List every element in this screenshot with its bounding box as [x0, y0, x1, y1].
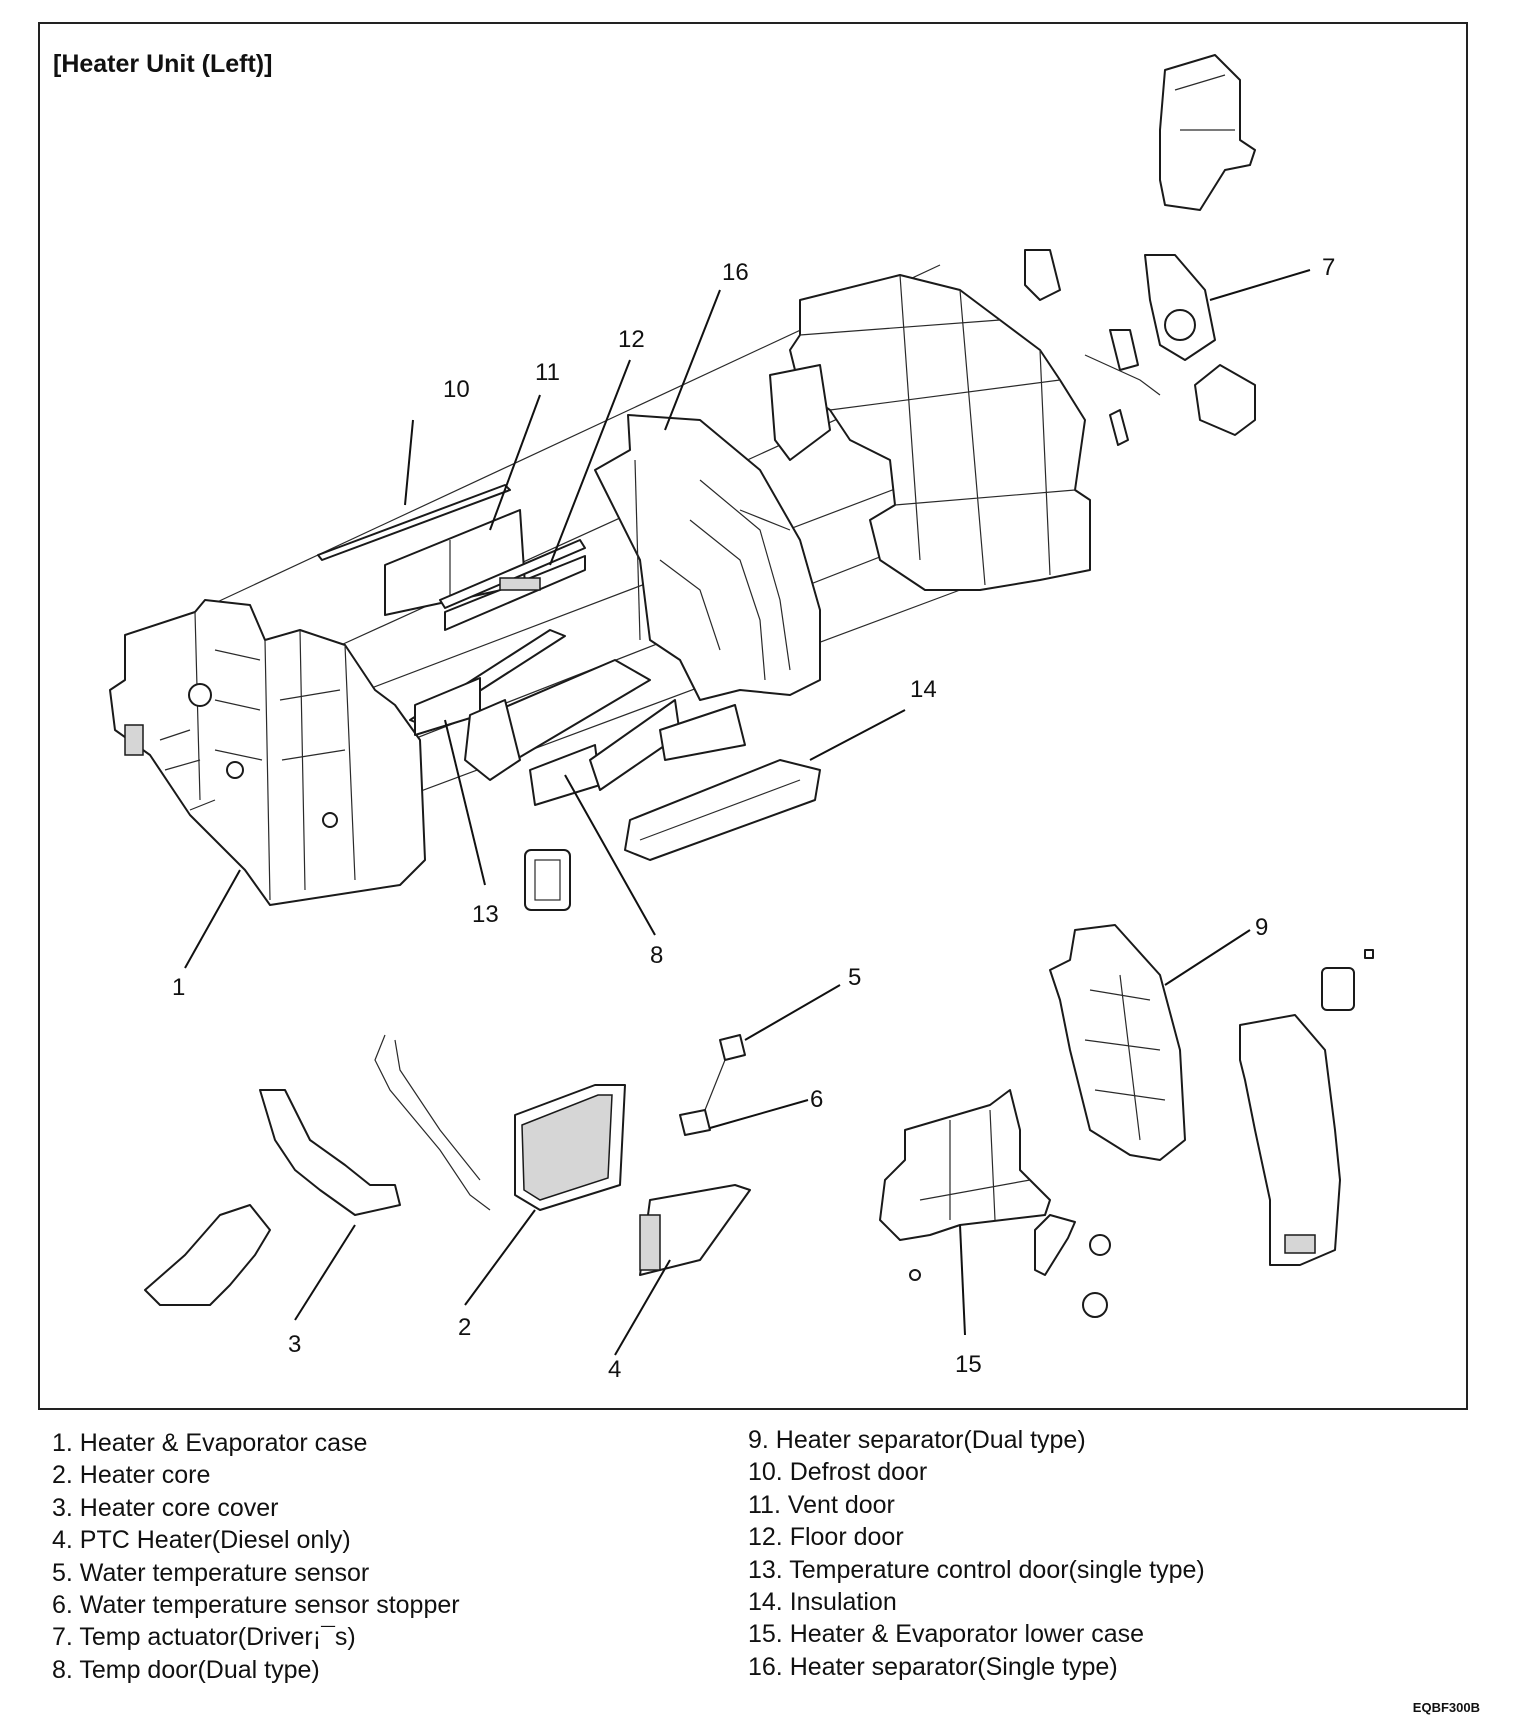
callout-12: 12 [618, 326, 645, 353]
callout-3: 3 [288, 1331, 301, 1358]
callout-16: 16 [722, 259, 749, 286]
callout-1: 1 [172, 974, 185, 1001]
heater-separator-dual [1049, 924, 1186, 1161]
ptc-heater [639, 1184, 751, 1276]
legend-item: 8. Temp door(Dual type) [52, 1655, 320, 1684]
callout-13: 13 [472, 901, 499, 928]
heater-evaporator-case [109, 599, 426, 906]
top-right-duct [1159, 54, 1256, 211]
callout-9: 9 [1255, 914, 1268, 941]
legend-item: 6. Water temperature sensor stopper [52, 1591, 460, 1620]
heater-case-right [769, 274, 1091, 591]
legend-item: 5. Water temperature sensor [52, 1558, 370, 1587]
diagram-frame [38, 22, 1468, 1410]
callout-7: 7 [1322, 254, 1335, 281]
legend-item: 14. Insulation [748, 1588, 897, 1617]
legend-item: 1. Heater & Evaporator case [52, 1429, 368, 1457]
heater-core [374, 1034, 626, 1211]
callout-14: 14 [910, 676, 937, 703]
callout-6: 6 [810, 1086, 823, 1113]
center-ducts [464, 659, 821, 911]
small-mark [1364, 949, 1374, 959]
callout-15: 15 [955, 1351, 982, 1378]
legend-right: 9. Heater separator(Dual type) 10. Defro… [748, 1424, 1205, 1683]
callout-numbers: 1 2 3 4 5 6 7 8 9 10 11 12 13 14 15 16 [172, 254, 1335, 1383]
legend-item: 7. Temp actuator(Driver¡¯s) [52, 1623, 356, 1652]
vent-door [439, 539, 586, 631]
legend-item: 11. Vent door [748, 1490, 895, 1519]
legend-item: 15. Heater & Evaporator lower case [748, 1620, 1145, 1649]
legend-item: 13. Temperature control door(single type… [748, 1555, 1205, 1584]
exploded-view-drawing: 1 2 3 4 5 6 7 8 9 10 11 12 13 14 15 16 [109, 54, 1374, 1383]
water-temp-sensor [679, 1034, 746, 1136]
callout-10: 10 [443, 376, 470, 403]
right-vertical-duct [1239, 967, 1355, 1266]
temperature-control-door [409, 629, 566, 736]
temp-actuator [1024, 249, 1256, 446]
legend-item: 10. Defrost door [748, 1458, 928, 1487]
legend-item: 16. Heater separator(Single type) [748, 1652, 1118, 1681]
legend-left: 1. Heater & Evaporator case 2. Heater co… [52, 1427, 460, 1686]
heater-core-cover [144, 1089, 401, 1306]
callout-5: 5 [848, 964, 861, 991]
heater-separator-single [594, 414, 821, 701]
legend-item: 12. Floor door [748, 1523, 904, 1552]
lower-case [879, 1089, 1111, 1318]
callout-11: 11 [535, 359, 560, 386]
figure-code: EQBF300B [1412, 1700, 1480, 1715]
legend-item: 3. Heater core cover [52, 1493, 279, 1522]
diagram-title: [Heater Unit (Left)] [53, 50, 273, 78]
legend-item: 2. Heater core [52, 1461, 211, 1490]
legend-item: 4. PTC Heater(Diesel only) [52, 1526, 351, 1555]
leader-lines [184, 269, 1311, 1356]
callout-2: 2 [458, 1314, 471, 1341]
callout-8: 8 [650, 942, 663, 969]
legend-item: 9. Heater separator(Dual type) [748, 1426, 1086, 1454]
callout-4: 4 [608, 1356, 621, 1383]
